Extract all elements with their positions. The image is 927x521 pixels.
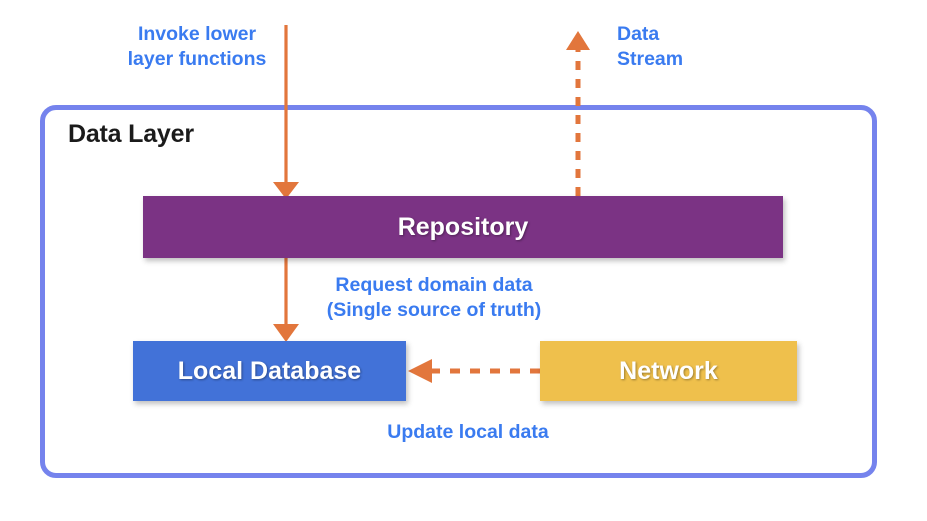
data-layer-title: Data Layer <box>68 120 194 148</box>
edge-label-data-stream: Data Stream <box>617 23 684 70</box>
edge-label-update-local-data: Update local data <box>387 421 549 443</box>
node-local-database-label: Local Database <box>177 356 362 385</box>
node-repository[interactable]: Repository <box>143 196 783 258</box>
node-network[interactable]: Network <box>540 341 797 401</box>
node-local-database[interactable]: Local Database <box>133 341 406 401</box>
data-layer-container <box>40 105 877 478</box>
edge-label-request-domain-data: Request domain data (Single source of tr… <box>326 274 542 321</box>
edge-label-invoke: Invoke lower layer functions <box>127 23 267 70</box>
node-repository-label: Repository <box>397 212 529 241</box>
node-network-label: Network <box>619 356 718 385</box>
